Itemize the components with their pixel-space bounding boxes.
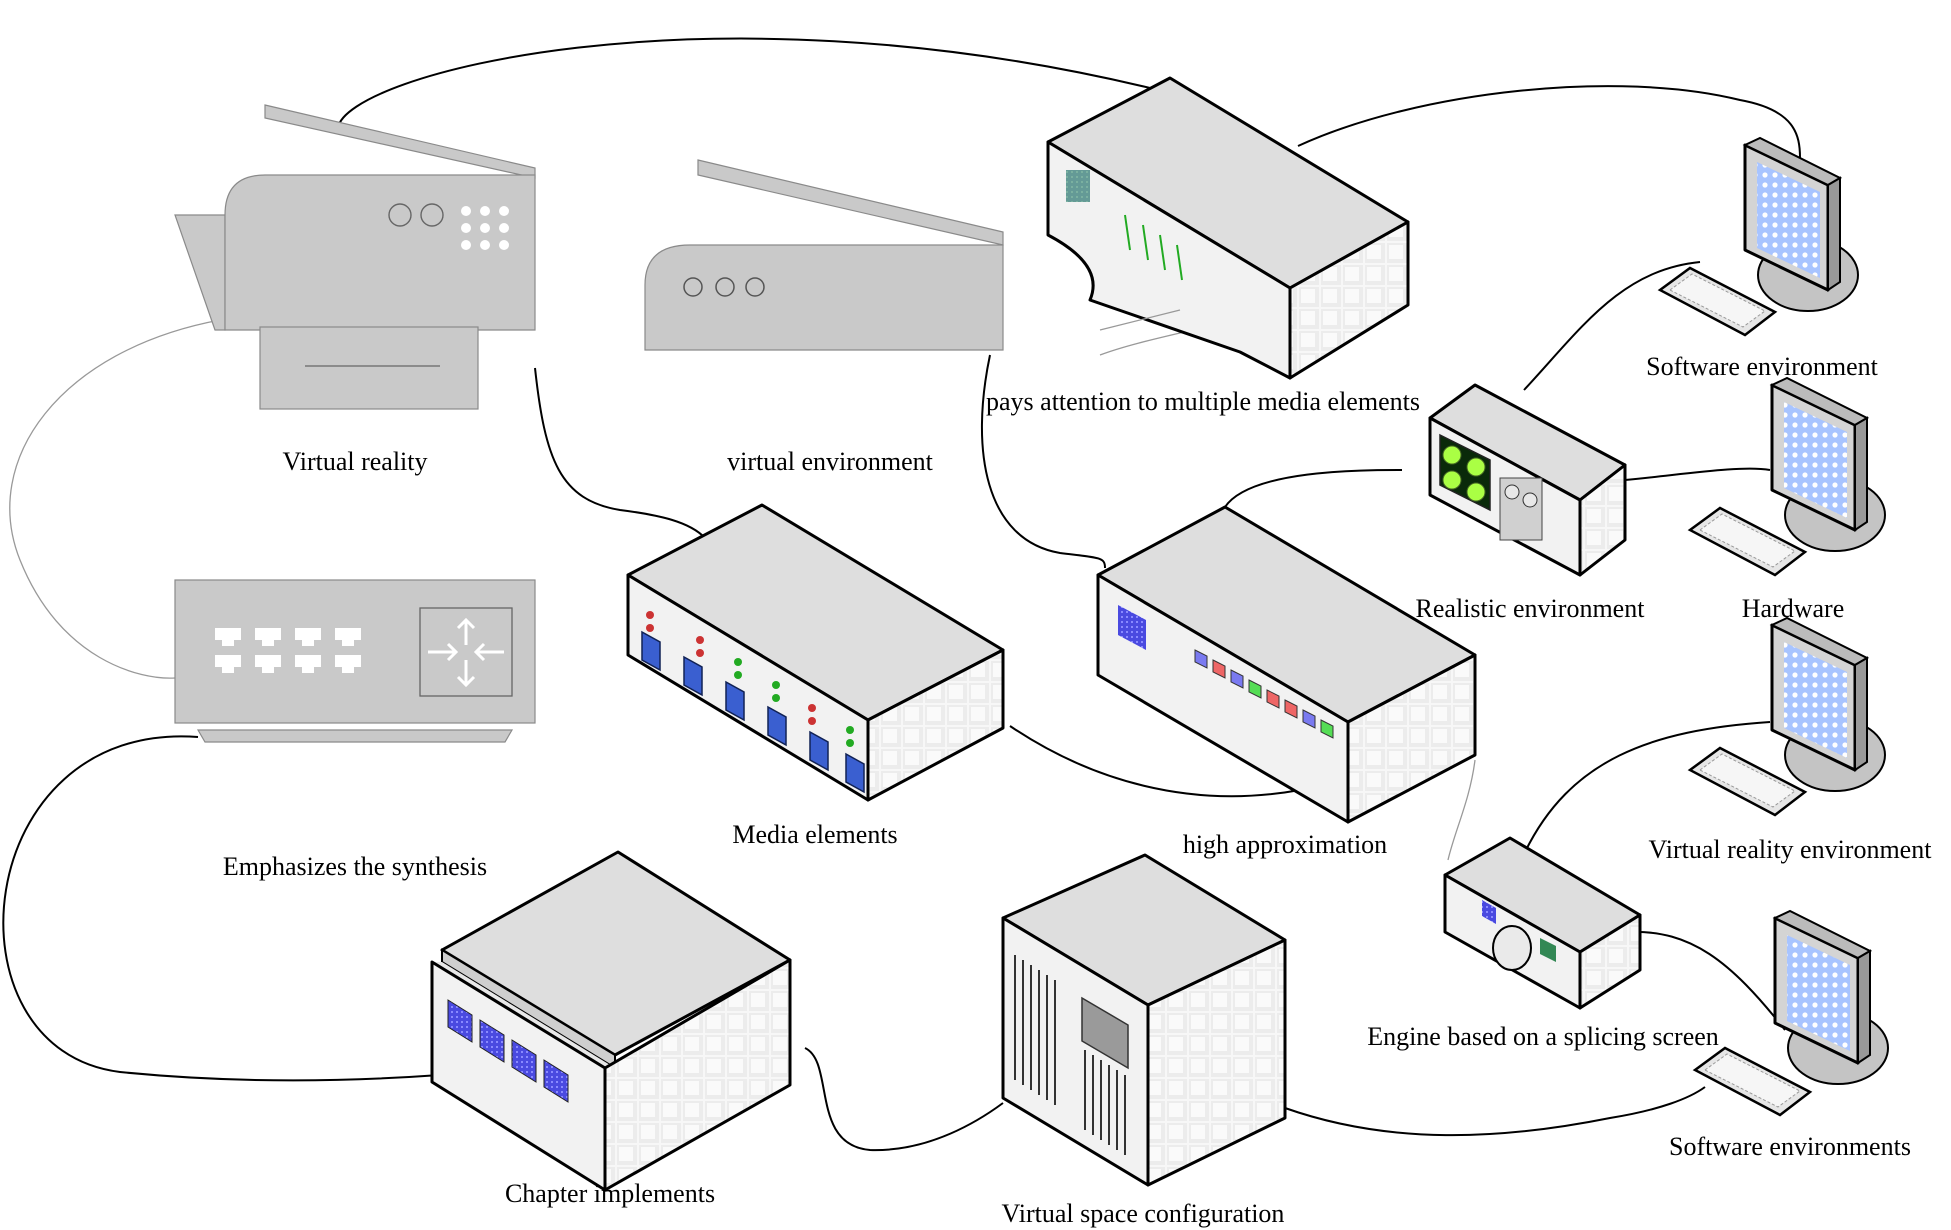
modem-icon (1046, 76, 1410, 380)
keyboard-icon (1687, 506, 1808, 577)
label-virtual-reality-environment: Virtual reality environment (1649, 835, 1933, 864)
label-chapter-implements: Chapter implements (505, 1179, 715, 1208)
hub-icon (626, 503, 1005, 802)
label-software-environments: Software environments (1669, 1132, 1911, 1161)
radio-device-icon (1428, 383, 1627, 577)
server-icon (430, 850, 792, 1192)
label-virtual-environment: virtual environment (727, 447, 934, 476)
label-high-approximation: high approximation (1183, 830, 1387, 859)
diagram-labels: Virtual reality virtual environment pays… (223, 352, 1932, 1228)
projector-icon (1443, 836, 1642, 1010)
monitor-icon (1769, 616, 1886, 792)
label-hardware: Hardware (1742, 594, 1845, 623)
connection-wires (2, 37, 1801, 1152)
label-pays-attention: pays attention to multiple media element… (986, 387, 1420, 416)
keyboard-icon (1657, 266, 1778, 337)
label-virtual-space-configuration: Virtual space configuration (1002, 1199, 1285, 1228)
label-virtual-reality: Virtual reality (283, 447, 428, 476)
label-realistic-environment: Realistic environment (1416, 594, 1646, 623)
monitor-icon (1772, 909, 1889, 1085)
label-media-elements: Media elements (732, 820, 897, 849)
router-icon (1096, 505, 1477, 824)
label-engine-splicing-screen: Engine based on a splicing screen (1367, 1022, 1719, 1051)
keyboard-icon (1687, 746, 1808, 817)
label-software-environment: Software environment (1646, 352, 1879, 381)
label-emphasizes-synthesis: Emphasizes the synthesis (223, 852, 487, 881)
printer-icon (174, 104, 536, 410)
keyboard-icon (1692, 1046, 1813, 1117)
scanner-icon (644, 159, 1004, 351)
switch-icon (174, 579, 536, 743)
monitor-icon (1769, 376, 1886, 552)
tower-server-icon (1001, 853, 1287, 1187)
monitor-icon (1742, 136, 1859, 312)
